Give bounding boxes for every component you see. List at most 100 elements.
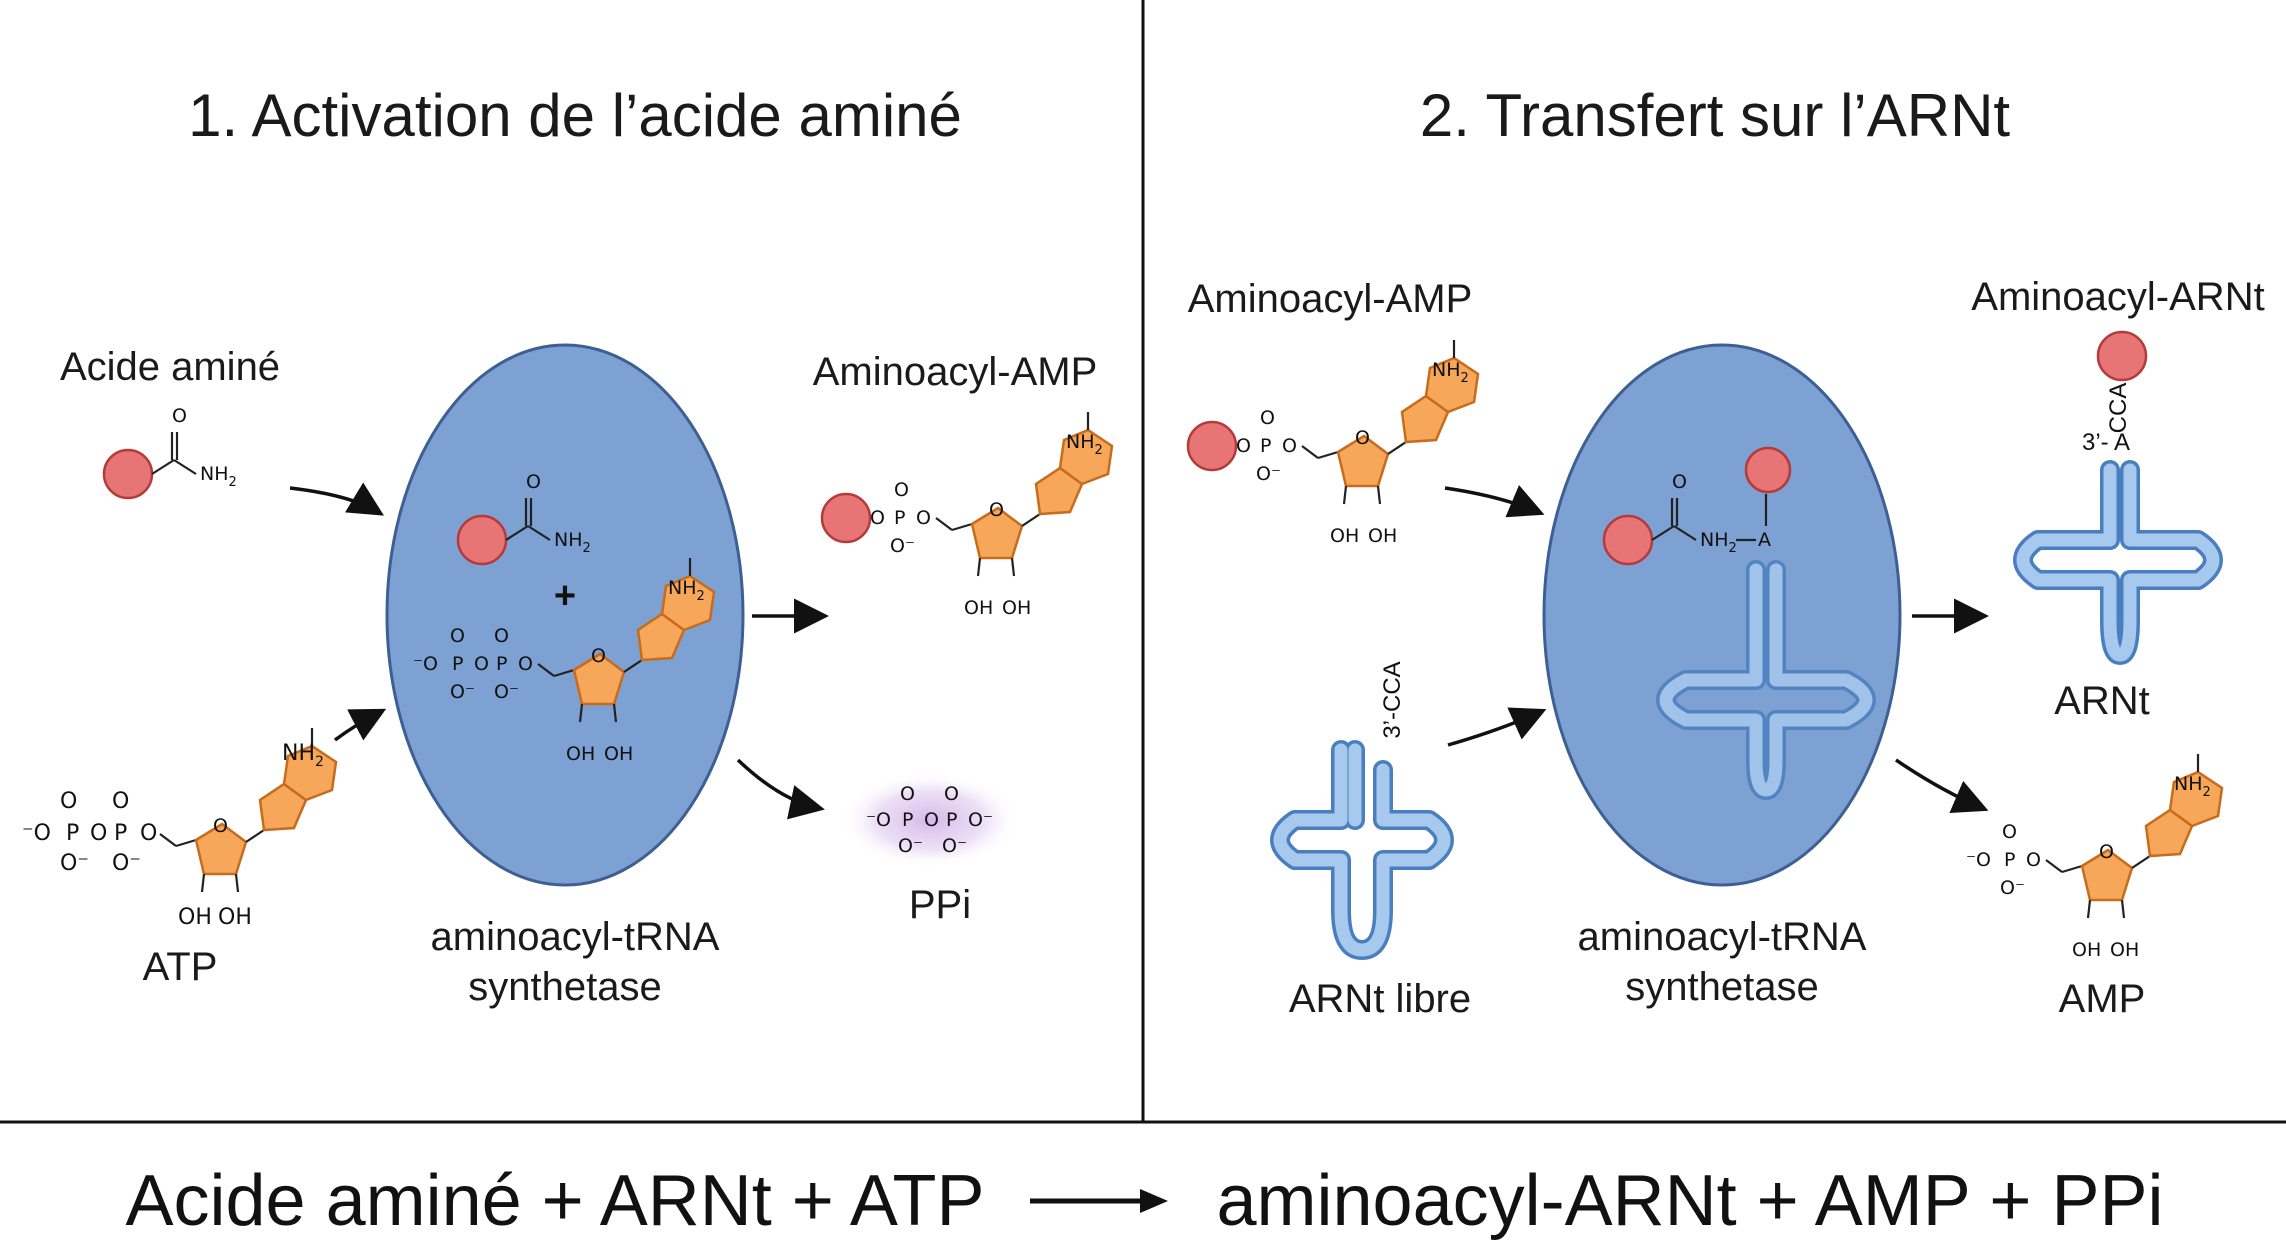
chem-o: O (1236, 435, 1251, 457)
plus-sign: + (554, 575, 576, 617)
label-arnt-libre: ARNt libre (1289, 977, 1471, 1021)
amino-acid-sphere (456, 514, 508, 566)
amino-acid-sphere (1602, 514, 1654, 566)
chem-o: O (474, 653, 489, 675)
chem-oh: OH (1002, 597, 1031, 619)
trna-bound (1656, 560, 1876, 800)
chem-nh2: NH2 (1432, 359, 1469, 386)
enzyme-label-left-1: aminoacyl-tRNA (431, 915, 720, 959)
chem-o: O (90, 821, 107, 846)
equation-arrow-head (1140, 1189, 1168, 1213)
panel-transfer: 2. Transfert sur l’ARNt Aminoacyl-AMP O … (1186, 82, 2265, 1021)
enzyme-label-right-2: synthetase (1625, 965, 1818, 1009)
label-atp: ATP (143, 945, 218, 989)
chem-o-minus: O⁻ (2000, 877, 2025, 899)
arrow-trna-to-enzyme (1447, 707, 1547, 747)
panel-title-transfer: 2. Transfert sur l’ARNt (1420, 82, 2010, 149)
chem-o-minus: ⁻O (413, 653, 438, 675)
chem-nh2: NH2 (668, 577, 705, 604)
equation-products: aminoacyl-ARNt + AMP + PPi (1216, 1161, 2163, 1241)
chem-oh: OH (2110, 939, 2139, 961)
enzyme-label-right-1: aminoacyl-tRNA (1578, 915, 1867, 959)
adenosine-a-label: A (1758, 529, 1771, 551)
chem-p: P (902, 809, 913, 831)
panel-activation: 1. Activation de l’acide aminé Acide ami… (22, 82, 1114, 1009)
overall-equation: Acide aminé + ARNt + ATP aminoacyl-ARNt … (125, 1161, 2163, 1241)
chem-nh2: NH2 (200, 463, 237, 490)
amino-acid-sphere (2096, 330, 2148, 382)
enzyme-contents-right: O NH2 A (1602, 446, 1876, 800)
chem-o: O (1672, 471, 1687, 493)
chem-oh: OH (2072, 939, 2101, 961)
chem-p: P (496, 653, 507, 675)
label-a-terminal: A (2114, 429, 2130, 456)
chem-oh: OH (964, 597, 993, 619)
chem-o: O (172, 405, 187, 427)
chem-o: O (2026, 849, 2041, 871)
chem-o-minus: ⁻O (22, 821, 51, 846)
chem-p: P (452, 653, 463, 675)
chem-o-minus: O⁻ (1256, 463, 1281, 485)
amino-acid-sphere (1744, 446, 1792, 494)
chem-o: O (450, 625, 465, 647)
chem-o: O (924, 809, 939, 831)
chem-o-minus: O⁻ (942, 835, 967, 857)
chem-o-minus: ⁻O (1966, 849, 1991, 871)
chem-o: O (944, 783, 959, 805)
atp-molecule: ⁻O P O P O O O O⁻ O⁻ OH OH NH2 (22, 726, 338, 930)
aminoacyl-amp-molecule-right: O P O O O⁻ OH OH NH2 (1186, 338, 1480, 547)
chem-o-minus: O⁻ (450, 681, 475, 703)
chem-p2: P (114, 821, 127, 846)
label-aminoacyl-amp-right: Aminoacyl-AMP (1188, 277, 1473, 321)
arrow-amino-acid-to-enzyme (289, 482, 384, 516)
chem-o: O (870, 507, 885, 529)
chem-nh2: NH2 (282, 741, 324, 770)
arrow-atp-to-enzyme (333, 708, 387, 742)
chem-oh: OH (218, 905, 252, 930)
chem-oh: OH (1330, 525, 1359, 547)
amino-acid-sphere (1186, 420, 1238, 472)
arrow-to-ppi (736, 758, 825, 820)
chem-nh2: NH2 (1700, 529, 1737, 556)
chem-p1: P (66, 821, 79, 846)
chem-o-minus: O⁻ (494, 681, 519, 703)
label-aminoacyl-arnt: Aminoacyl-ARNt (1971, 275, 2264, 319)
chem-nh2: NH2 (1066, 431, 1103, 458)
chem-o: O (2002, 821, 2017, 843)
chem-o-minus: O⁻ (968, 809, 993, 831)
chem-oh: OH (566, 743, 595, 765)
label-3-prime-cca: 3’-CCA (1379, 661, 1406, 738)
amino-acid-sphere (102, 448, 154, 500)
chem-o-minus: ⁻O (866, 809, 891, 831)
chem-nh2: NH2 (2174, 773, 2211, 800)
enzyme-synthetase-left (385, 343, 745, 887)
chem-o: O (494, 625, 509, 647)
amino-acid-sphere (820, 492, 872, 544)
chem-o: O (526, 471, 541, 493)
label-amp: AMP (2059, 977, 2146, 1021)
enzyme-contents-left: O NH2 + ⁻O P O P O O O O⁻ O⁻ OH OH NH2 (413, 471, 716, 765)
chem-o: O (916, 507, 931, 529)
enzyme-label-left-2: synthetase (468, 965, 661, 1009)
enzyme-synthetase-right (1542, 343, 1902, 887)
chem-o: O (1282, 435, 1297, 457)
aminoacyl-amp-molecule-left: O P O O O⁻ OH OH NH2 (820, 410, 1114, 619)
label-three-prime: 3’- (2082, 429, 2109, 456)
equation-reactants: Acide aminé + ARNt + ATP (125, 1161, 984, 1241)
chem-oh: OH (178, 905, 212, 930)
label-aminoacyl-amp-left: Aminoacyl-AMP (813, 350, 1098, 394)
label-arnt: ARNt (2054, 679, 2150, 723)
chem-oh: OH (1368, 525, 1397, 547)
chem-o-minus: O⁻ (112, 851, 141, 876)
amp-molecule: ⁻O P O O O⁻ OH OH NH2 (1966, 752, 2224, 961)
ppi-molecule: ⁻O P O P O⁻ O O O⁻ O⁻ (866, 783, 993, 857)
trna-charged (2013, 460, 2223, 665)
chem-o: O (112, 789, 129, 814)
chem-o: O (60, 789, 77, 814)
chem-p: P (946, 809, 957, 831)
chem-p: P (2004, 849, 2015, 871)
chem-oh: OH (604, 743, 633, 765)
amino-acid-molecule: O NH2 (102, 405, 237, 500)
chem-o: O (900, 783, 915, 805)
